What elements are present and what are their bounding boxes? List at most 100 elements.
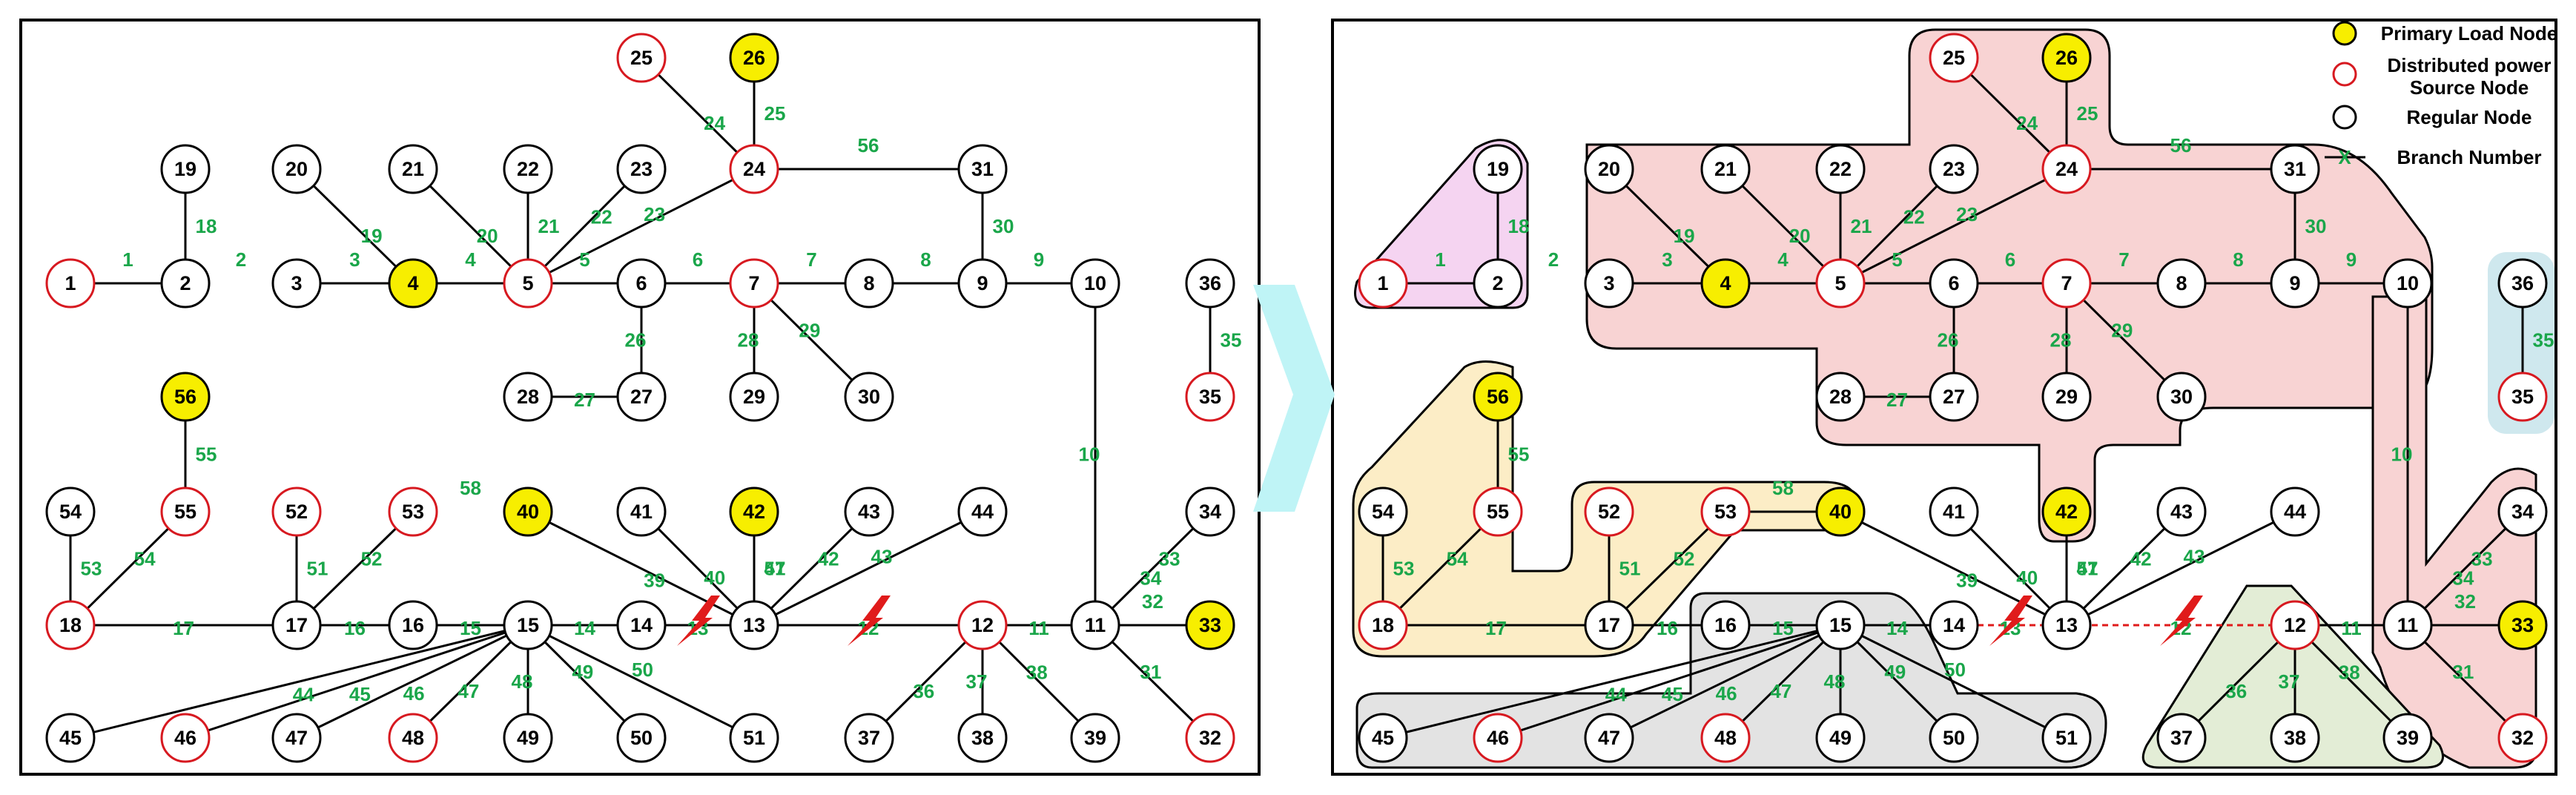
node-circle-52-p0 xyxy=(271,486,322,537)
node-circle-14-p1 xyxy=(1929,600,1979,650)
node-label-29-p1: 29 xyxy=(2055,386,2078,408)
branch-number-10-p0: 10 xyxy=(1079,443,1100,466)
node-48-p1: 48 xyxy=(1700,713,1751,763)
node-label-39-p1: 39 xyxy=(2397,727,2419,749)
node-circle-22-p0 xyxy=(503,144,553,194)
node-label-40-p0: 40 xyxy=(517,501,539,523)
node-circle-34-p0 xyxy=(1185,486,1235,537)
node-label-32-p1: 32 xyxy=(2511,727,2534,749)
node-circle-20-p1 xyxy=(1584,144,1634,194)
branch-number-32-p1: 32 xyxy=(2454,590,2476,613)
node-label-37-p1: 37 xyxy=(2170,727,2193,749)
branch-line-22-p0 xyxy=(526,168,643,285)
fault-lightning-icon-1-p0 xyxy=(848,596,891,646)
branch-number-18-p1: 18 xyxy=(1508,215,1530,237)
branch-number-46-p0: 46 xyxy=(403,682,425,705)
branch-labels: 1234567891011121314151617181920212223242… xyxy=(81,102,2554,705)
branch-number-39-p1: 39 xyxy=(1956,570,1978,592)
node-5-p0: 5 xyxy=(503,258,553,309)
node-label-17-p1: 17 xyxy=(1598,614,1620,636)
node-label-5-p1: 5 xyxy=(1834,272,1846,294)
branch-line-43-p1 xyxy=(2066,510,2296,627)
node-34-p0: 34 xyxy=(1185,486,1235,537)
branch-line-24-p1 xyxy=(1952,56,2068,171)
node-4-p1: 4 xyxy=(1700,258,1751,309)
node-32-p0: 32 xyxy=(1185,713,1235,763)
node-label-41-p1: 41 xyxy=(1943,501,1965,523)
node-16-p0: 16 xyxy=(388,600,438,650)
node-20-p0: 20 xyxy=(271,144,322,194)
node-27-p0: 27 xyxy=(616,372,667,422)
node-label-49-p1: 49 xyxy=(1829,727,1852,749)
branch-number-48-p0: 48 xyxy=(512,670,533,693)
node-circle-7-p1 xyxy=(2041,258,2092,309)
node-circle-30-p1 xyxy=(2156,372,2207,422)
branch-line-29-p0 xyxy=(753,282,871,398)
branch-line-33-p1 xyxy=(2406,510,2524,627)
branch-number-48-p1: 48 xyxy=(1824,670,1846,693)
node-circle-13-p1 xyxy=(2041,600,2092,650)
region-green xyxy=(2141,584,2444,769)
node-circle-45-p1 xyxy=(1358,713,1408,763)
node-30-p0: 30 xyxy=(844,372,894,422)
node-circle-29-p0 xyxy=(729,372,779,422)
node-label-19-p1: 19 xyxy=(1487,158,1509,180)
node-circle-16-p0 xyxy=(388,600,438,650)
branch-number-31-p1: 31 xyxy=(2452,661,2474,683)
node-label-17-p0: 17 xyxy=(285,614,308,636)
branch-number-34-p1: 34 xyxy=(2452,567,2474,589)
branch-number-21-p1: 21 xyxy=(1851,215,1872,237)
branch-number-17-p0: 17 xyxy=(173,617,194,639)
node-label-39-p0: 39 xyxy=(1084,727,1106,749)
branch-number-33-p0: 33 xyxy=(1159,548,1180,570)
node-label-44-p1: 44 xyxy=(2284,501,2306,523)
branch-number-37-p1: 37 xyxy=(2279,670,2300,693)
node-label-6-p0: 6 xyxy=(635,272,647,294)
node-circle-8-p1 xyxy=(2156,258,2207,309)
node-circle-1-p1 xyxy=(1358,258,1408,309)
node-circle-13-p0 xyxy=(729,600,779,650)
branch-number-14-p1: 14 xyxy=(1886,617,1908,639)
branch-number-6-p1: 6 xyxy=(2005,248,2015,271)
node-circle-41-p0 xyxy=(616,486,667,537)
node-55-p0: 55 xyxy=(160,486,211,537)
branch-number-56-p1: 56 xyxy=(2170,134,2192,156)
node-circle-24-p1 xyxy=(2041,144,2092,194)
node-31-p1: 31 xyxy=(2270,144,2320,194)
branch-number-17-p1: 17 xyxy=(1485,617,1507,639)
node-label-8-p1: 8 xyxy=(2176,272,2187,294)
branch-number-49-p1: 49 xyxy=(1884,661,1906,683)
node-7-p1: 7 xyxy=(2041,258,2092,309)
branch-line-49-p1 xyxy=(1839,624,1955,739)
legend-distributed-label-line1: Distributed power xyxy=(2387,54,2551,76)
branch-number-57-p0: 57 xyxy=(764,558,786,580)
node-label-4-p1: 4 xyxy=(1720,272,1731,294)
branch-number-36-p1: 36 xyxy=(2225,680,2247,702)
node-51-p0: 51 xyxy=(729,713,779,763)
branch-number-15-p0: 15 xyxy=(460,617,481,639)
node-circle-49-p1 xyxy=(1815,713,1866,763)
node-label-20-p1: 20 xyxy=(1598,158,1620,180)
node-circle-38-p1 xyxy=(2270,713,2320,763)
node-circle-42-p1 xyxy=(2041,486,2092,537)
node-42-p0: 42 xyxy=(729,486,779,537)
node-label-8-p0: 8 xyxy=(863,272,874,294)
node-50-p0: 50 xyxy=(616,713,667,763)
node-circle-31-p1 xyxy=(2270,144,2320,194)
node-circle-34-p1 xyxy=(2497,486,2548,537)
branch-line-52-p1 xyxy=(1608,510,1727,627)
node-circle-9-p0 xyxy=(957,258,1008,309)
node-28-p1: 28 xyxy=(1815,372,1866,422)
branch-line-29-p1 xyxy=(2065,282,2183,398)
node-label-14-p1: 14 xyxy=(1943,614,1965,636)
node-label-5-p0: 5 xyxy=(522,272,533,294)
node-circle-55-p1 xyxy=(1473,486,1523,537)
branch-number-29-p1: 29 xyxy=(2111,320,2133,342)
node-label-35-p0: 35 xyxy=(1199,386,1221,408)
node-label-31-p1: 31 xyxy=(2284,158,2306,180)
branch-line-24-p0 xyxy=(640,56,756,171)
node-label-22-p0: 22 xyxy=(517,158,539,180)
legend: Primary Load Node Distributed power Sour… xyxy=(2325,21,2557,168)
isolated-regions xyxy=(1352,28,2554,769)
